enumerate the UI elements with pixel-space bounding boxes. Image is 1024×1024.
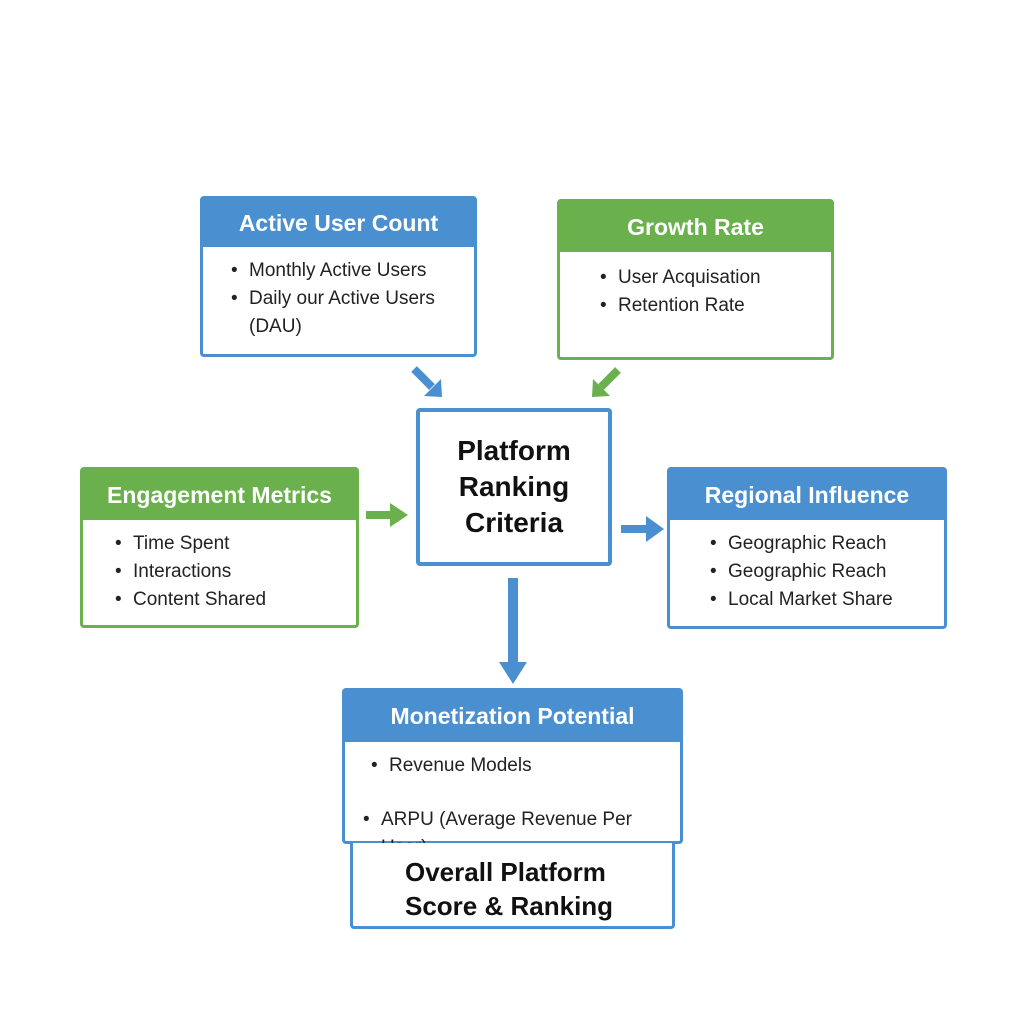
list-item: Local Market Share xyxy=(708,586,944,614)
center-line: Ranking xyxy=(458,471,570,502)
center-line: Platform xyxy=(457,435,571,466)
list-item: User Acquisation xyxy=(598,264,831,292)
list-item-continuation: (DAU) xyxy=(249,316,302,337)
card-title: Engagement Metrics xyxy=(83,470,356,520)
card-regional-influence: Regional Influence Geographic Reach Geog… xyxy=(667,467,947,629)
arrow-center-to-monetization xyxy=(499,578,527,684)
card-engagement-metrics: Engagement Metrics Time Spent Interactio… xyxy=(80,467,359,628)
list-item: Retention Rate xyxy=(598,292,831,320)
arrow-engagement-to-center xyxy=(366,503,408,527)
card-title: Regional Influence xyxy=(670,470,944,520)
final-line: Overall Platform xyxy=(405,857,606,887)
arrow-center-to-regional xyxy=(621,516,664,542)
list-item: Time Spent xyxy=(113,530,356,558)
platform-ranking-criteria-box: Platform Ranking Criteria xyxy=(416,408,612,566)
overall-platform-score-box: Overall Platform Score & Ranking xyxy=(350,843,675,929)
card-list: Revenue Models ARPU (Average Revenue Per… xyxy=(345,742,680,862)
list-item: (DAU) xyxy=(229,313,474,341)
list-item: Revenue Models xyxy=(369,752,680,780)
card-title: Growth Rate xyxy=(560,202,831,252)
list-item: Geographic Reach xyxy=(708,558,944,586)
card-monetization-potential: Monetization Potential Revenue Models AR… xyxy=(342,688,683,858)
card-list: User Acquisation Retention Rate xyxy=(560,252,831,320)
card-title: Monetization Potential xyxy=(345,691,680,742)
list-item: Interactions xyxy=(113,558,356,586)
card-active-user-count: Active User Count Monthly Active Users D… xyxy=(200,196,477,357)
card-title: Active User Count xyxy=(203,199,474,247)
card-list: Time Spent Interactions Content Shared xyxy=(83,520,356,614)
center-line: Criteria xyxy=(464,507,564,538)
arrow-growth-to-center xyxy=(592,367,621,397)
arrow-active-users-to-center xyxy=(411,366,442,397)
final-line: Score & Ranking xyxy=(405,891,614,921)
card-list: Monthly Active Users Daily our Active Us… xyxy=(203,247,474,341)
list-item: Content Shared xyxy=(113,586,356,614)
card-list: Geographic Reach Geographic Reach Local … xyxy=(670,520,944,614)
card-growth-rate: Growth Rate User Acquisation Retention R… xyxy=(557,199,834,360)
list-item: Monthly Active Users xyxy=(229,257,474,285)
list-item: Daily our Active Users xyxy=(229,285,474,313)
list-item: Geographic Reach xyxy=(708,530,944,558)
